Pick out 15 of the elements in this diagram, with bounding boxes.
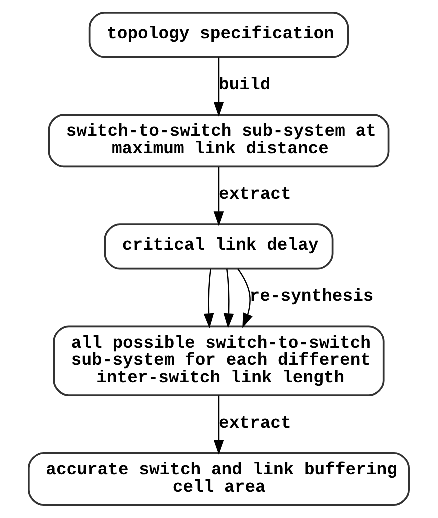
node-box: topology specification (88, 12, 350, 58)
arrow (214, 396, 224, 455)
arrow (238, 268, 253, 328)
edge-label: extract (219, 186, 292, 205)
node-box: switch-to-switch sub-system at maximum link distance (48, 114, 390, 168)
node-box: critical link delay (104, 224, 334, 270)
node-box: all possible switch-to-switch sub-system for each different inter-switch link length (53, 326, 385, 396)
edge-label: re-synthesis (250, 288, 374, 308)
node-box: accurate switch and link buffering cell area (28, 452, 410, 506)
arrow (224, 268, 234, 328)
edge-label: build (219, 76, 271, 96)
edge-label: extract (219, 414, 292, 434)
arrow (204, 268, 214, 328)
arrow (214, 58, 224, 117)
arrow (214, 167, 224, 226)
